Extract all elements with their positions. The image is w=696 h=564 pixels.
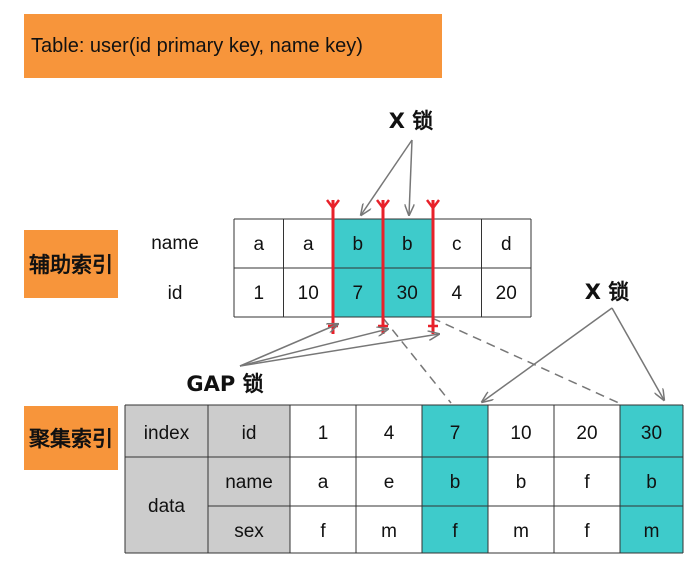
gap-marker-top-fork [426, 199, 440, 211]
secondary-cell-id: 10 [298, 283, 319, 304]
secondary-index-label-box [24, 230, 118, 298]
field-label-cell [208, 506, 290, 553]
clustered-cell-name: f [584, 472, 590, 493]
field-label-cell [208, 405, 290, 457]
x-lock-top-arrow-left [361, 139, 413, 215]
data-label: data [148, 496, 185, 517]
title-text: Table: user(id primary key, name key) [31, 35, 363, 57]
index-label-cell [125, 405, 208, 457]
gap-lock-arrow-1 [239, 324, 338, 367]
gap-marker-top-fork [326, 199, 340, 211]
index-label: index [144, 423, 190, 444]
clustered-cell-sex: m [644, 521, 660, 542]
field-label: name [225, 472, 273, 493]
x-lock-top-arrow-right [409, 139, 412, 215]
dashed-map-line-b7 [382, 317, 452, 404]
clustered-cell-sex: m [513, 521, 529, 542]
field-label: id [242, 423, 257, 444]
secondary-index-table: a 1 a 10 b 7 b 30 c 4 d 20 [233, 218, 532, 318]
dashed-map-line-b30 [431, 317, 622, 405]
clustered-cell-sex: m [381, 521, 397, 542]
clustered-cell-name: b [450, 472, 461, 493]
secondary-cell-id: 1 [253, 283, 264, 304]
clustered-index-label-box [24, 406, 118, 470]
clustered-cell-id: 1 [318, 423, 329, 444]
clustered-cell-id: 20 [576, 423, 597, 444]
secondary-row-label-id: id [168, 283, 183, 304]
field-label-cell [208, 457, 290, 506]
clustered-col-bg [488, 405, 554, 553]
clustered-cell-sex: f [320, 521, 326, 542]
clustered-cell-sex: f [452, 521, 458, 542]
secondary-cell-id: 20 [496, 283, 517, 304]
clustered-col-bg [620, 405, 683, 553]
clustered-cell-id: 30 [641, 423, 662, 444]
secondary-cell-name: b [352, 234, 363, 255]
gap-lock-arrow-2 [239, 329, 388, 367]
clustered-col-bg [356, 405, 422, 553]
clustered-cell-name: b [516, 472, 527, 493]
secondary-cell-id: 7 [352, 283, 363, 304]
clustered-cell-id: 7 [450, 423, 461, 444]
x-lock-right-label: X 锁 [585, 280, 630, 304]
secondary-cell-name: a [303, 234, 314, 255]
clustered-col-bg [422, 405, 488, 553]
clustered-cell-name: b [646, 472, 657, 493]
secondary-index-label: 辅助索引 [29, 253, 113, 277]
secondary-row-label-name: name [151, 233, 199, 254]
secondary-cell-name: a [253, 234, 264, 255]
secondary-cell-name: b [402, 234, 413, 255]
secondary-cell-name: c [452, 234, 462, 255]
clustered-cell-id: 10 [510, 423, 531, 444]
clustered-cell-name: e [384, 472, 395, 493]
field-label: sex [234, 521, 264, 542]
clustered-cell-name: a [318, 472, 329, 493]
clustered-col-bg [290, 405, 356, 553]
gap-lock-markers [326, 199, 440, 334]
clustered-cell-sex: f [584, 521, 590, 542]
clustered-col-bg [554, 405, 620, 553]
secondary-cell-id: 30 [397, 283, 418, 304]
gap-lock-label: GAP 锁 [186, 372, 263, 396]
data-label-cell [125, 457, 208, 553]
title-box [24, 14, 442, 78]
clustered-index-label: 聚集索引 [28, 427, 113, 451]
x-lock-right-arrow-right [611, 307, 664, 400]
secondary-cell-name: d [501, 234, 512, 255]
secondary-cell-id: 4 [451, 283, 462, 304]
x-lock-right-arrow-left [482, 307, 613, 402]
clustered-index-table: index data id name sex 1 4 7 10 20 30 a e b b f b f m f m f m [124, 404, 684, 554]
gap-lock-arrow-3 [239, 334, 439, 367]
x-lock-top-label: X 锁 [389, 109, 434, 133]
clustered-cell-id: 4 [384, 423, 395, 444]
gap-marker-top-fork [376, 199, 390, 211]
